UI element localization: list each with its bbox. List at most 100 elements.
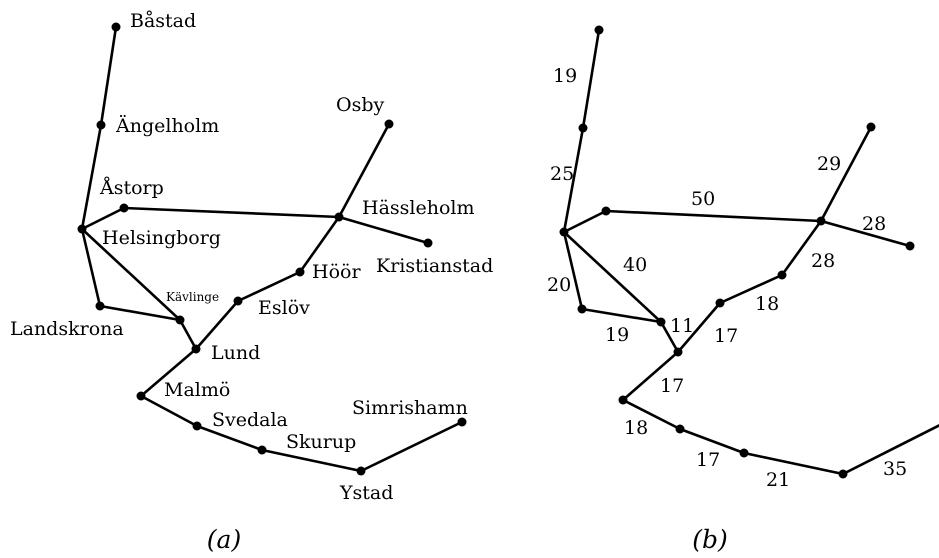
- node-hoor: [295, 267, 305, 277]
- edge-hassleholm-kristianstad: [337, 215, 430, 245]
- node-b-lund: [673, 347, 683, 357]
- label-malmo: Malmö: [164, 379, 230, 401]
- edge-b-kavlinge-lund: [659, 320, 680, 354]
- weight-hoor-eslov: 18: [755, 293, 779, 315]
- node-b-astorp: [601, 206, 611, 216]
- node-b-kavlinge: [656, 317, 666, 327]
- edge-b-osby-hassleholm: [819, 125, 873, 223]
- node-eslov: [233, 296, 243, 306]
- label-skurup: Skurup: [286, 431, 356, 453]
- node-b-ystad: [838, 469, 848, 479]
- node-malmo: [136, 391, 146, 401]
- label-lund: Lund: [211, 342, 260, 364]
- node-ystad: [356, 466, 366, 476]
- weight-malmo-svedala: 18: [624, 417, 648, 439]
- node-b-angelholm: [578, 123, 588, 133]
- node-b-osby: [866, 122, 876, 132]
- edge-b-astorp-hassleholm: [604, 209, 823, 223]
- node-b-helsingborg: [559, 227, 569, 237]
- graph-a-labels: Båstad Ängelholm Åstorp Osby Hässleholm …: [10, 10, 493, 504]
- edge-b-hoor-eslov: [718, 273, 784, 305]
- weight-hassleholm-osby: 29: [817, 153, 841, 175]
- graph-b: 19 25 50 29 28 28 40 20 19 11 18 17 17 1…: [547, 25, 939, 554]
- weight-helsingborg-landskrona: 20: [547, 274, 571, 296]
- edge-b-lund-malmo: [621, 350, 680, 402]
- node-b-landskrona: [577, 304, 587, 314]
- label-hassleholm: Hässleholm: [362, 197, 475, 219]
- node-b-malmo: [618, 395, 628, 405]
- weight-svedala-skurup: 17: [696, 449, 720, 471]
- edge-b-helsingborg-landskrona: [562, 230, 584, 311]
- edge-skurup-ystad: [260, 448, 363, 473]
- weight-kavlinge-lund: 11: [670, 315, 694, 337]
- weight-bastad-angelholm: 19: [553, 65, 577, 87]
- graph-a: Båstad Ängelholm Åstorp Osby Hässleholm …: [10, 10, 493, 554]
- node-osby: [384, 119, 394, 129]
- label-astorp: Åstorp: [99, 177, 164, 199]
- node-kristianstad: [423, 238, 433, 248]
- edge-landskrona-kavlinge: [98, 304, 182, 322]
- label-angelholm: Ängelholm: [115, 114, 219, 137]
- node-angelholm: [96, 120, 106, 130]
- graph-b-weights: 19 25 50 29 28 28 40 20 19 11 18 17 17 1…: [547, 65, 907, 491]
- node-astorp: [119, 203, 129, 213]
- weight-eslov-lund: 17: [714, 325, 738, 347]
- node-helsingborg: [77, 224, 87, 234]
- edge-b-landskrona-kavlinge: [580, 307, 663, 324]
- label-bastad: Båstad: [130, 10, 196, 32]
- edge-b-bastad-angelholm: [581, 28, 601, 130]
- graph-b-edges: [562, 28, 939, 476]
- edge-b-angelholm-helsingborg: [562, 126, 585, 234]
- edge-b-skurup-ystad: [742, 451, 845, 476]
- weight-astorp-hassleholm: 50: [691, 188, 715, 210]
- graph-b-nodes: [559, 25, 915, 479]
- edge-malmo-svedala: [139, 394, 199, 428]
- label-svedala: Svedala: [212, 409, 288, 431]
- label-simrishamn: Simrishamn: [352, 397, 468, 419]
- edge-b-svedala-skurup: [678, 427, 746, 455]
- edge-ystad-simrishamn: [359, 420, 464, 473]
- edge-osby-hassleholm: [337, 122, 391, 219]
- label-hoor: Höör: [312, 261, 361, 283]
- node-bastad: [111, 22, 121, 32]
- node-simrishamn: [457, 417, 467, 427]
- edge-lund-malmo: [139, 347, 198, 398]
- edge-helsingborg-landskrona: [80, 227, 102, 308]
- label-ystad: Ystad: [339, 482, 393, 504]
- edge-hoor-eslov: [236, 270, 302, 303]
- weight-angelholm-helsingborg: 25: [550, 163, 574, 185]
- weight-hassleholm-hoor: 28: [811, 250, 835, 272]
- edge-b-hassleholm-kristianstad: [819, 219, 912, 248]
- edge-helsingborg-astorp: [80, 206, 126, 231]
- weight-helsingborg-kavlinge: 40: [623, 254, 647, 276]
- edge-b-eslov-lund: [676, 301, 722, 354]
- graph-a-nodes: [77, 22, 467, 476]
- weight-landskrona-kavlinge: 19: [605, 324, 629, 346]
- node-skurup: [257, 445, 267, 455]
- node-b-svedala: [675, 424, 685, 434]
- weight-skurup-ystad: 21: [766, 469, 790, 491]
- edge-hassleholm-hoor: [298, 215, 341, 274]
- label-helsingborg: Helsingborg: [102, 227, 221, 249]
- edge-svedala-skurup: [195, 424, 264, 452]
- label-eslov: Eslöv: [258, 297, 310, 319]
- edge-bastad-angelholm: [99, 25, 118, 127]
- weight-lund-malmo: 17: [660, 375, 684, 397]
- node-b-hassleholm: [816, 216, 826, 226]
- node-landskrona: [95, 301, 105, 311]
- edge-b-malmo-svedala: [621, 398, 682, 431]
- node-b-skurup: [739, 448, 749, 458]
- node-b-bastad: [594, 25, 604, 35]
- edge-angelholm-helsingborg: [80, 123, 103, 231]
- edge-b-hassleholm-hoor: [780, 219, 823, 277]
- edge-helsingborg-kavlinge: [80, 227, 182, 322]
- label-landskrona: Landskrona: [10, 318, 124, 340]
- edge-b-helsingborg-kavlinge: [562, 230, 663, 324]
- label-osby: Osby: [336, 94, 384, 116]
- edge-kavlinge-lund: [178, 318, 198, 351]
- weight-hassleholm-kristianstad: 28: [862, 213, 886, 235]
- label-kavlinge: Kävlinge: [166, 290, 219, 304]
- node-kavlinge: [175, 315, 185, 325]
